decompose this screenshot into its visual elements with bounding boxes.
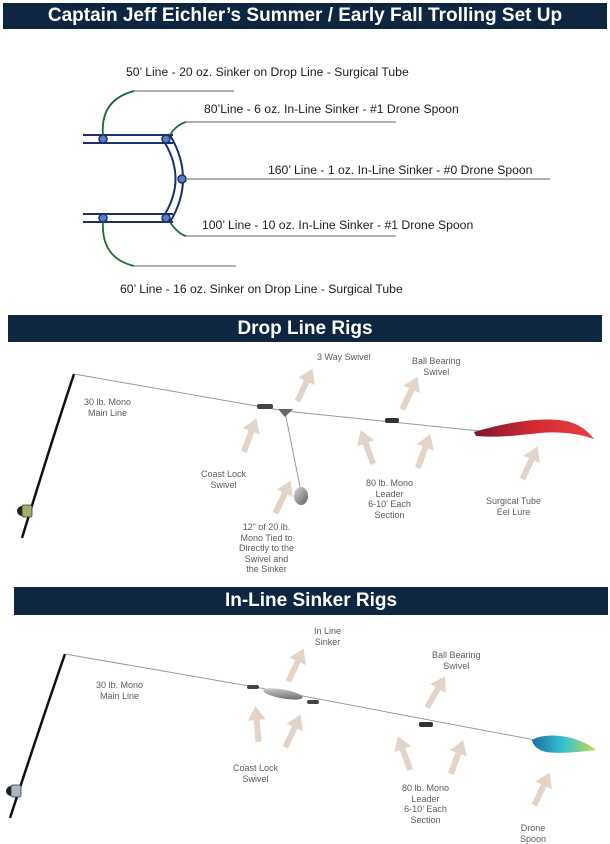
spread-line-100: 100’ Line - 10 oz. In-Line Sinker - #1 D… bbox=[202, 218, 474, 232]
page-title: Captain Jeff Eichler’s Summer / Early Fa… bbox=[3, 3, 607, 29]
ball-bearing-swivel-icon bbox=[385, 418, 399, 423]
in-line-sinker-icon bbox=[263, 688, 303, 700]
three-way-swivel-icon bbox=[278, 409, 293, 417]
rod-holder-icon bbox=[98, 134, 108, 144]
drop-line-heading: Drop Line Rigs bbox=[8, 315, 602, 342]
spread-line-50: 50’ Line - 20 oz. Sinker on Drop Line - … bbox=[126, 65, 409, 79]
spread-line-80: 80’Line - 6 oz. In-Line Sinker - #1 Dron… bbox=[204, 102, 459, 116]
coast-lock-swivel-icon bbox=[307, 700, 319, 704]
drop-three-way-label: 3 Way Swivel bbox=[317, 352, 371, 362]
inline-sinker-rig bbox=[6, 644, 596, 819]
spread-line-160: 160’ Line - 1 oz. In-Line Sinker - #0 Dr… bbox=[268, 163, 533, 177]
eel-lure-icon bbox=[474, 419, 594, 439]
spread-diagram bbox=[83, 90, 550, 267]
drop-line-rig bbox=[17, 364, 594, 539]
rod-holder-icon bbox=[177, 174, 187, 184]
coast-lock-swivel-icon bbox=[247, 685, 259, 689]
rod-holder-icon bbox=[161, 213, 171, 223]
rod-holder-icon bbox=[98, 213, 108, 223]
inline-sinker-heading: In-Line Sinker Rigs bbox=[14, 587, 608, 615]
coast-lock-swivel-icon bbox=[257, 404, 273, 409]
ball-bearing-swivel-icon bbox=[419, 722, 433, 727]
rod-holder-icon bbox=[161, 134, 171, 144]
sinker-icon bbox=[294, 487, 308, 505]
spread-line-60: 60’ Line - 16 oz. Sinker on Drop Line - … bbox=[120, 282, 403, 296]
drone-spoon-icon bbox=[532, 735, 596, 753]
